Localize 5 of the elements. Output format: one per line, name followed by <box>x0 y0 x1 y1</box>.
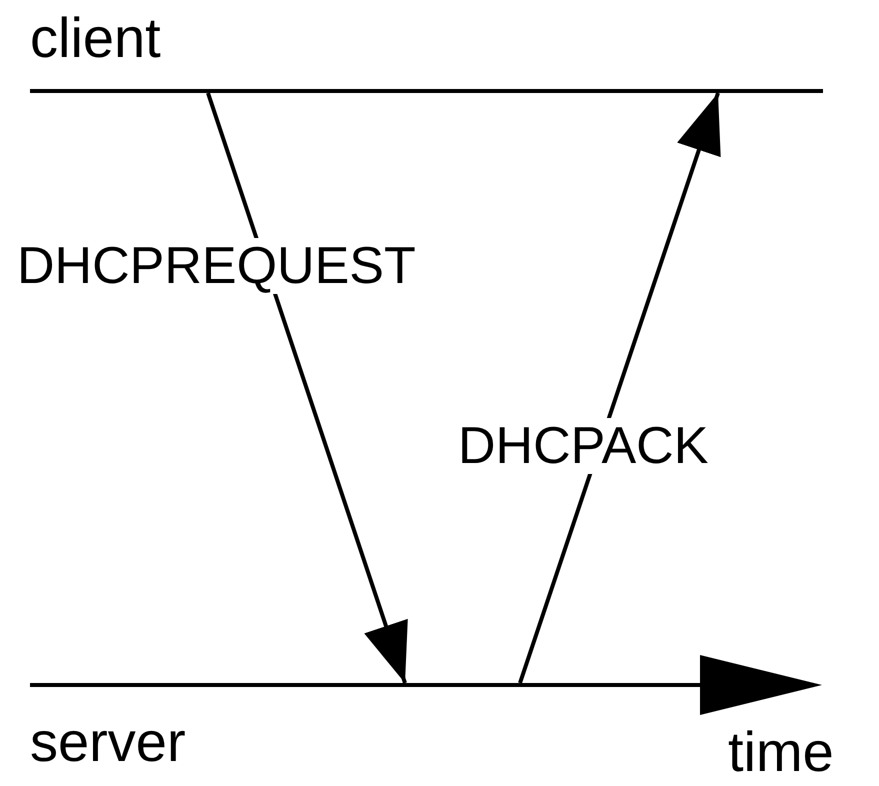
message-arrow <box>206 92 408 684</box>
lifeline-label: client <box>30 8 161 68</box>
lifeline-label: server <box>30 712 186 772</box>
axis-label: time <box>728 722 834 782</box>
message-arrow <box>518 92 721 684</box>
